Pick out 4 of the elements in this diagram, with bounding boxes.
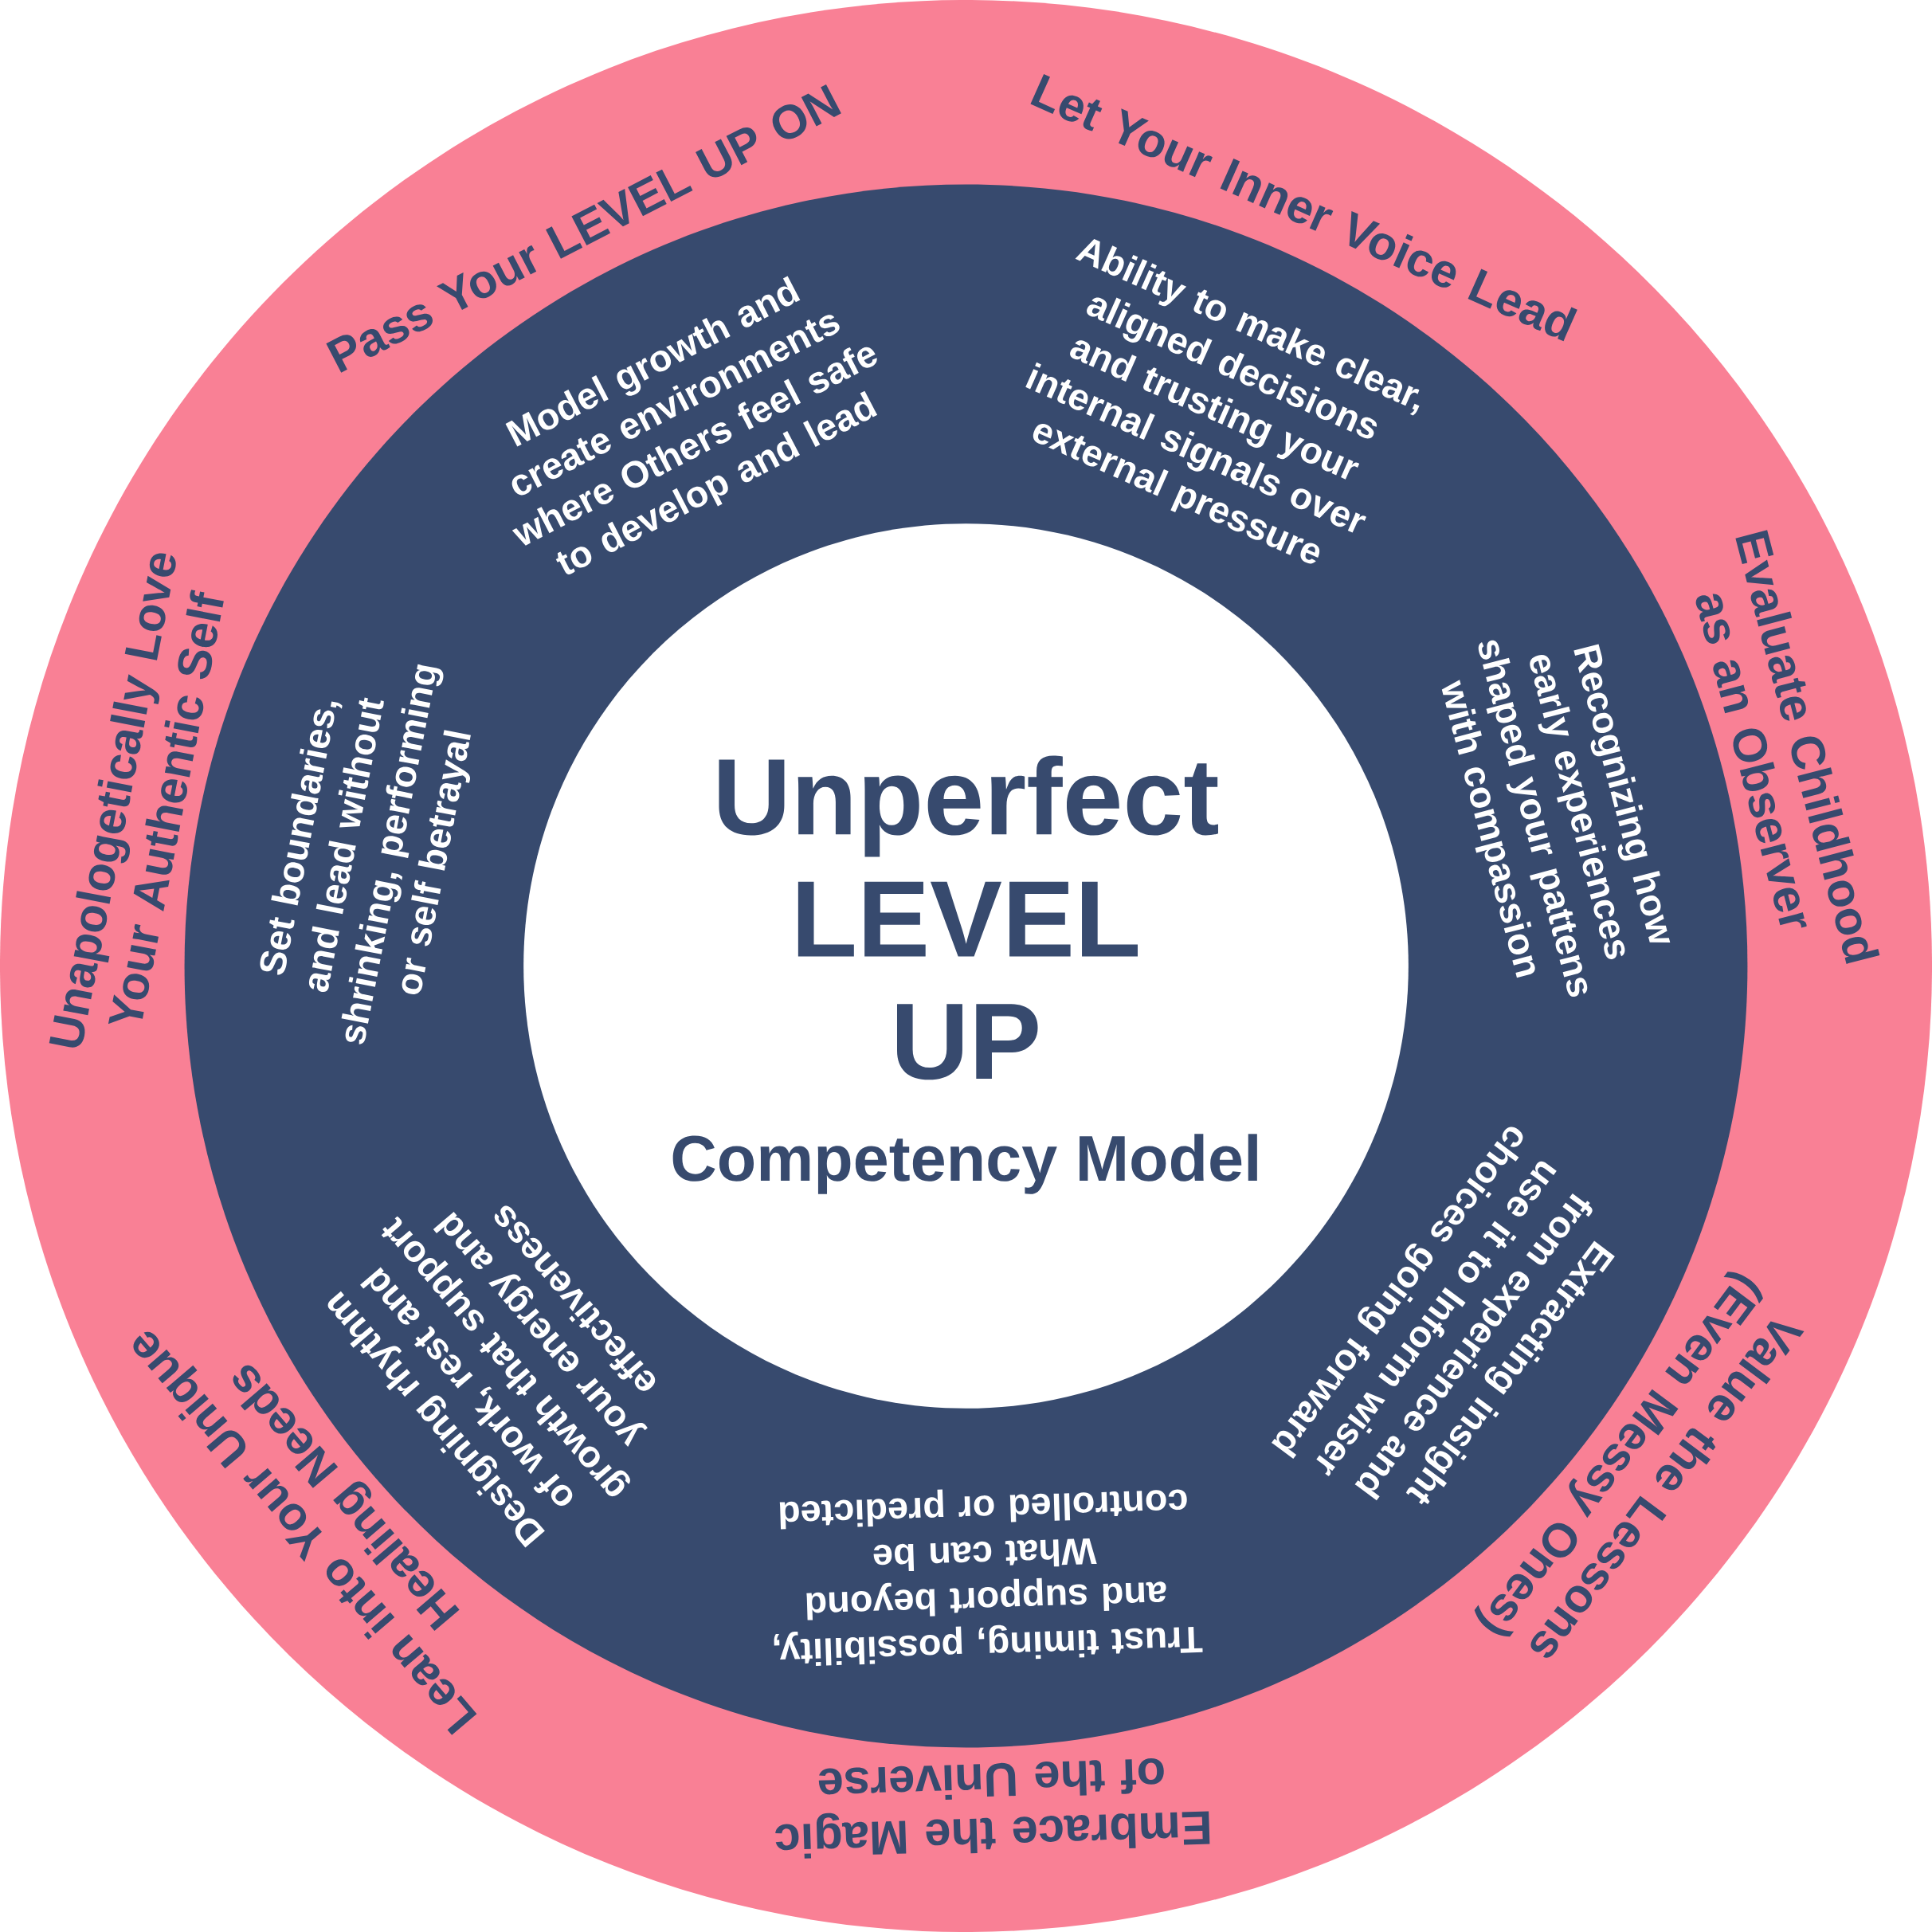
description-text: Trust timing, possibility, and support beyond What can be controlled or predicted [774, 1489, 1203, 1666]
title: Unperfect LEVEL UP [719, 755, 1218, 1080]
subtitle: Competency Model [672, 1134, 1257, 1194]
ring-label: Embrace the Magic of the Universe [775, 1758, 1210, 1859]
